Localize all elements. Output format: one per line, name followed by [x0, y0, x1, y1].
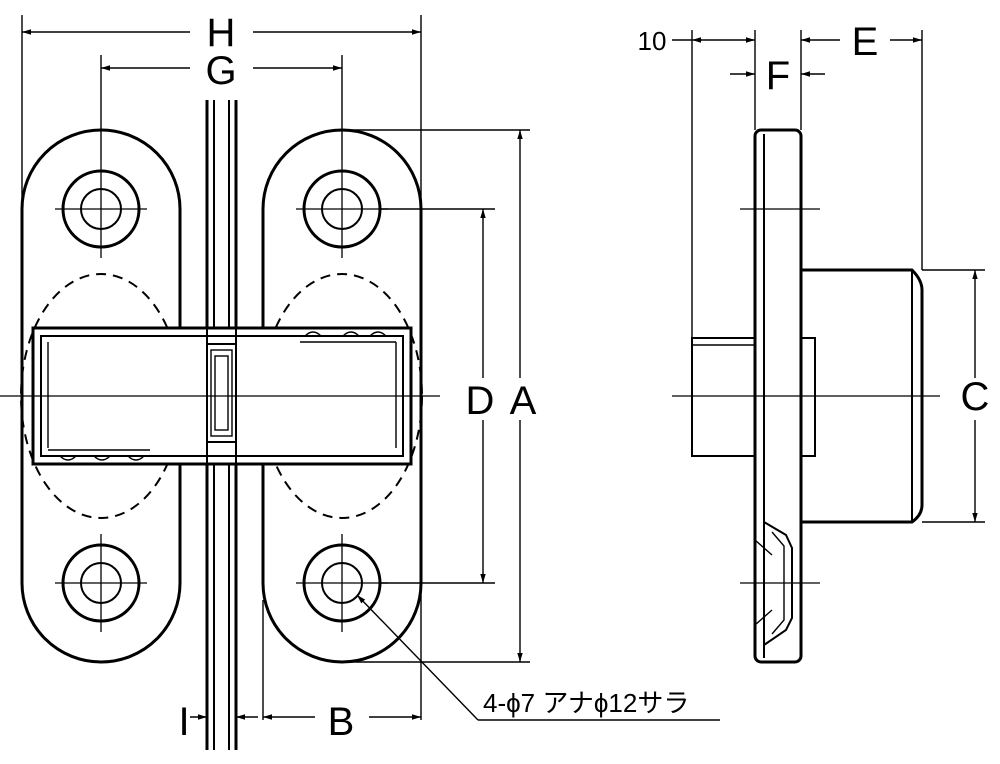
latch-slot [206, 343, 237, 443]
dim-label-B: B [328, 700, 355, 744]
dim-label-E: E [852, 20, 879, 64]
dim-H: H [22, 11, 421, 55]
center-lines [0, 160, 440, 632]
dim-label-A: A [510, 379, 537, 423]
extension-lines [21, 15, 530, 720]
dim-label-D: D [466, 379, 495, 423]
dim-10: 10 [638, 26, 755, 56]
dim-label-C: C [961, 375, 990, 419]
dim-D: D [466, 209, 495, 583]
dim-I: I [178, 700, 258, 744]
dim-B: B [263, 700, 421, 744]
dim-label-I: I [178, 700, 189, 744]
dim-E: E [801, 20, 922, 64]
dim-label-H: H [207, 11, 236, 55]
dim-label-F: F [766, 54, 790, 98]
dim-C: C [961, 270, 990, 522]
dim-label-G: G [205, 49, 236, 93]
dim-F: F [730, 54, 825, 98]
hole-note-text: 4-ϕ7 アナϕ12サラ [483, 688, 689, 718]
hole-note: 4-ϕ7 アナϕ12サラ [356, 594, 720, 721]
dim-A: A [510, 130, 537, 662]
side-view: 10 E F C [638, 20, 990, 664]
side-body [801, 268, 924, 524]
front-view: H G A D B I [0, 11, 720, 750]
dim-G: G [101, 49, 342, 93]
side-latch [691, 337, 756, 457]
dim-label-10: 10 [638, 26, 667, 56]
